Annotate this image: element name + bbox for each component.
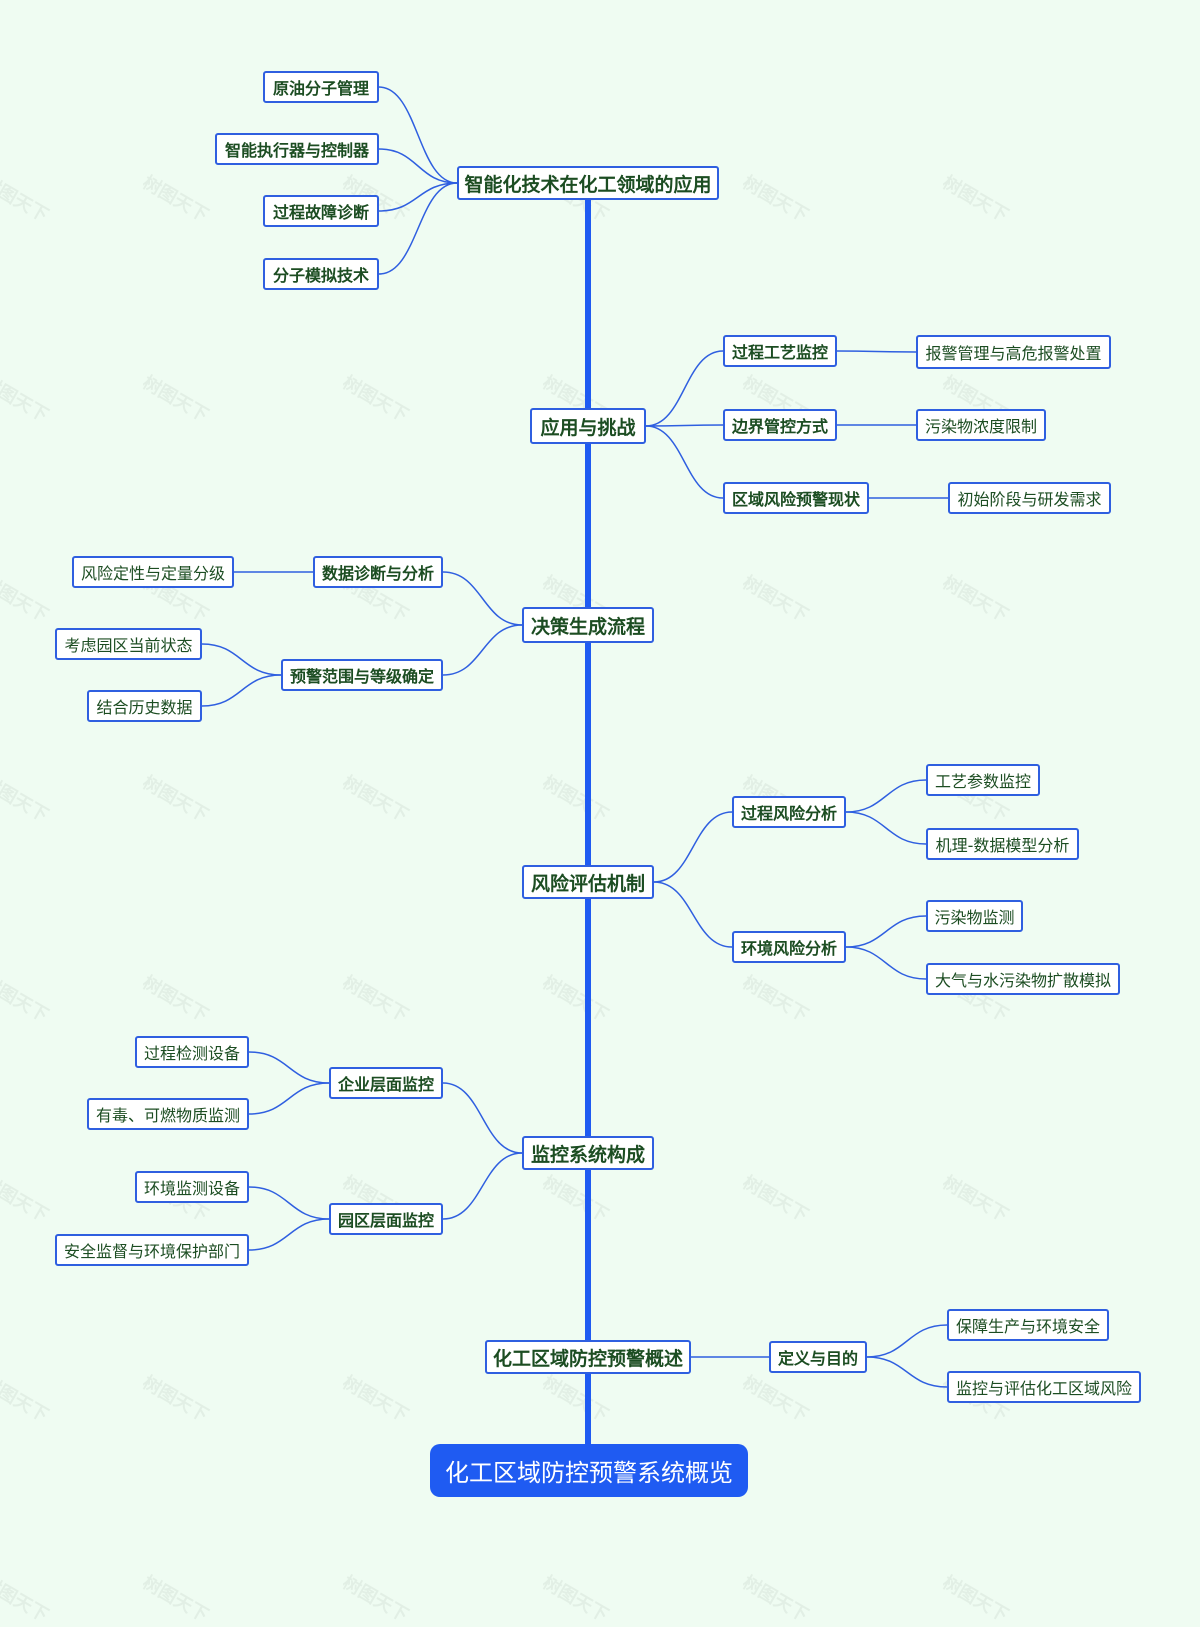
leaf-node[interactable]: 初始阶段与研发需求 xyxy=(948,482,1111,514)
leaf-node[interactable]: 考虑园区当前状态 xyxy=(55,628,202,660)
connector-branch-1-1 xyxy=(645,424,724,427)
connector-leaf-4-1-0 xyxy=(248,1186,330,1220)
connector-leaf-5-0-1 xyxy=(866,1356,948,1388)
leaf-node[interactable]: 风险定性与定量分级 xyxy=(72,556,234,588)
main-topic-node[interactable]: 化工区域防控预警概述 xyxy=(485,1340,691,1374)
connector-leaf-2-1-0 xyxy=(201,643,282,676)
main-topic-node[interactable]: 决策生成流程 xyxy=(522,607,654,643)
connector-leaf-3-0-1 xyxy=(845,811,927,845)
connector-branch-0-2 xyxy=(378,182,458,212)
connector-branch-0-1 xyxy=(378,148,458,184)
connector-branch-4-0 xyxy=(442,1082,523,1154)
leaf-node[interactable]: 环境监测设备 xyxy=(135,1171,249,1203)
main-topic-node[interactable]: 智能化技术在化工领域的应用 xyxy=(457,166,719,200)
connector-leaf-3-0-0 xyxy=(845,779,927,813)
main-topic-node[interactable]: 监控系统构成 xyxy=(522,1136,654,1170)
subtopic-node[interactable]: 区域风险预警现状 xyxy=(723,482,869,514)
connector-branch-0-3 xyxy=(378,182,458,275)
leaf-node[interactable]: 分子模拟技术 xyxy=(263,258,379,290)
connector-branch-4-1 xyxy=(442,1152,523,1220)
leaf-node[interactable]: 过程检测设备 xyxy=(135,1036,249,1068)
main-topic-node[interactable]: 风险评估机制 xyxy=(522,865,654,899)
root-node[interactable]: 化工区域防控预警系统概览 xyxy=(430,1444,748,1497)
leaf-node[interactable]: 污染物浓度限制 xyxy=(916,409,1046,441)
leaf-node[interactable]: 机理-数据模型分析 xyxy=(926,828,1079,860)
connector-leaf-4-0-0 xyxy=(248,1051,330,1084)
leaf-node[interactable]: 有毒、可燃物质监测 xyxy=(87,1098,249,1130)
connector-branch-0-0 xyxy=(378,86,458,184)
leaf-node[interactable]: 报警管理与高危报警处置 xyxy=(916,335,1111,369)
connector-branch-3-1 xyxy=(653,881,733,948)
subtopic-node[interactable]: 边界管控方式 xyxy=(723,409,837,441)
connector-leaf-3-1-0 xyxy=(845,915,927,948)
connector-branch-1-2 xyxy=(645,425,724,499)
connector-branch-1-0 xyxy=(645,350,724,427)
leaf-node[interactable]: 监控与评估化工区域风险 xyxy=(947,1371,1141,1403)
connector-leaf-1-0-0 xyxy=(836,350,917,353)
leaf-node[interactable]: 保障生产与环境安全 xyxy=(947,1309,1109,1341)
subtopic-node[interactable]: 数据诊断与分析 xyxy=(313,556,443,588)
leaf-node[interactable]: 过程故障诊断 xyxy=(263,195,379,227)
leaf-node[interactable]: 大气与水污染物扩散模拟 xyxy=(926,963,1120,995)
connector-branch-3-0 xyxy=(653,811,733,883)
subtopic-node[interactable]: 过程工艺监控 xyxy=(723,335,837,367)
subtopic-node[interactable]: 园区层面监控 xyxy=(329,1203,443,1235)
subtopic-node[interactable]: 企业层面监控 xyxy=(329,1067,443,1099)
leaf-node[interactable]: 安全监督与环境保护部门 xyxy=(55,1234,249,1266)
connector-leaf-3-1-1 xyxy=(845,946,927,980)
connector-branch-2-1 xyxy=(442,624,523,676)
subtopic-node[interactable]: 环境风险分析 xyxy=(732,931,846,963)
connector-leaf-4-1-1 xyxy=(248,1218,330,1251)
subtopic-node[interactable]: 过程风险分析 xyxy=(732,796,846,828)
connector-leaf-4-0-1 xyxy=(248,1082,330,1115)
leaf-node[interactable]: 智能执行器与控制器 xyxy=(215,133,379,165)
main-topic-node[interactable]: 应用与挑战 xyxy=(530,408,646,444)
leaf-node[interactable]: 污染物监测 xyxy=(926,900,1023,932)
mindmap-connectors xyxy=(201,86,949,1444)
leaf-node[interactable]: 工艺参数监控 xyxy=(926,764,1040,796)
connector-leaf-5-0-0 xyxy=(866,1324,948,1358)
connector-branch-2-0 xyxy=(442,571,523,626)
leaf-node[interactable]: 结合历史数据 xyxy=(87,690,202,722)
leaf-node[interactable]: 原油分子管理 xyxy=(263,71,379,103)
subtopic-node[interactable]: 预警范围与等级确定 xyxy=(281,659,443,691)
subtopic-node[interactable]: 定义与目的 xyxy=(769,1341,867,1373)
connector-leaf-2-1-1 xyxy=(201,674,282,707)
